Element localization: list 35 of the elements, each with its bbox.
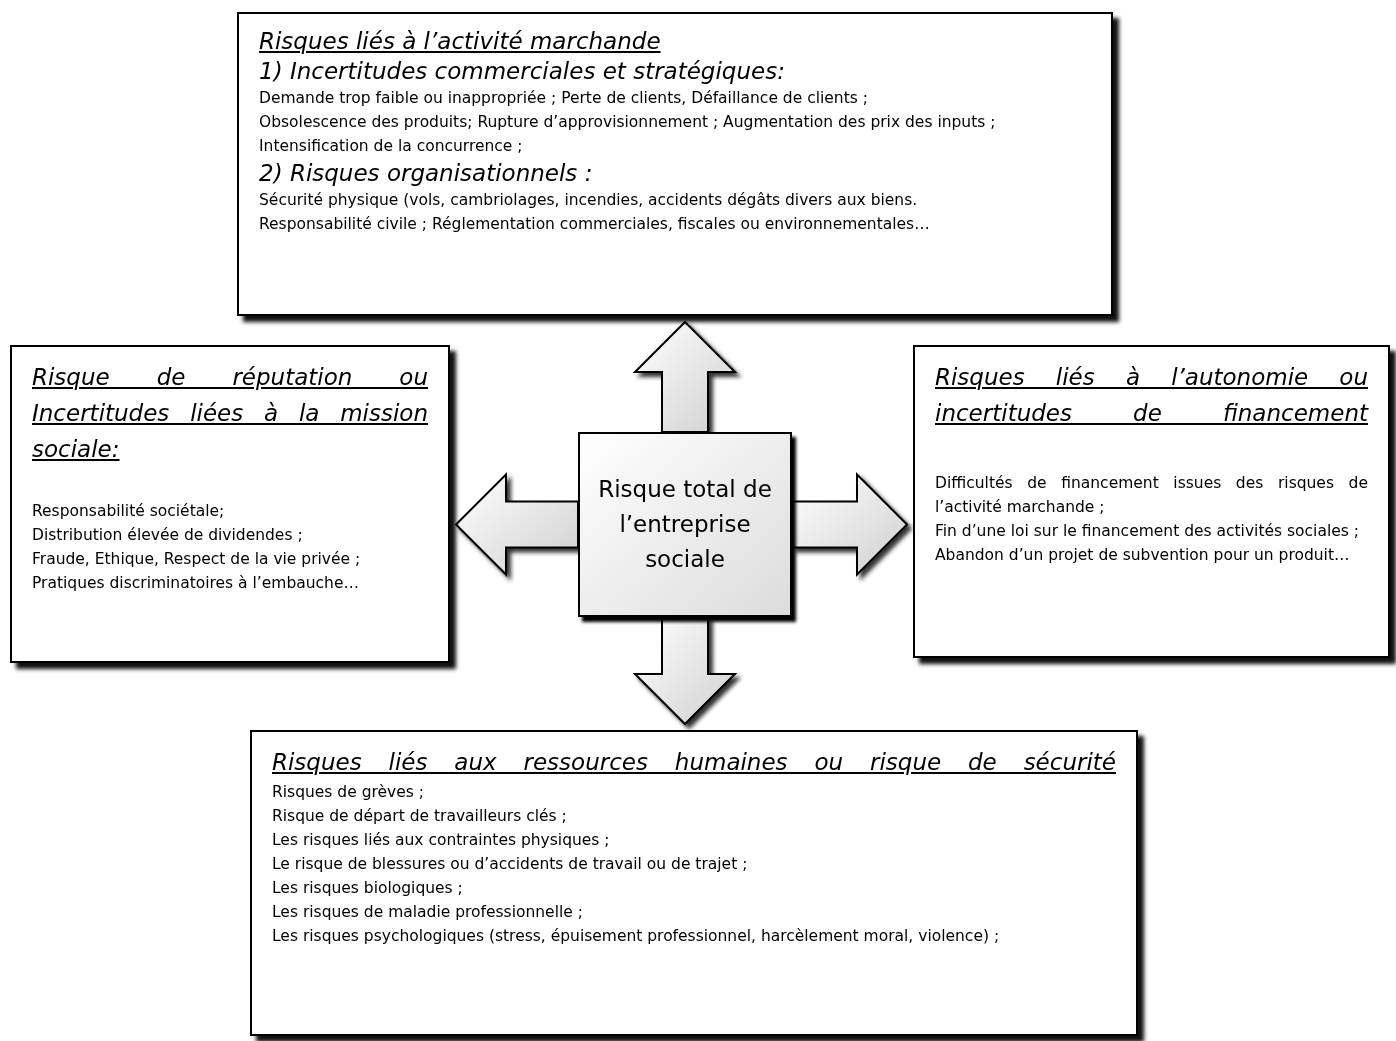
risk-item: Pratiques discriminatoires à l’embauche…	[32, 573, 360, 594]
risk-item: Les risques psychologiques (stress, épuisement professionnel, harcèlement moral, violence) ;	[272, 926, 1001, 947]
section-heading: Risques liés à l’activité marchande	[259, 27, 662, 56]
risk-item: Intensification de la concurrence ;	[259, 136, 524, 157]
block-arrow	[454, 472, 579, 577]
risk-item: Les risques biologiques ;	[272, 878, 464, 899]
section-heading: 2) Risques organisationnels :	[259, 159, 594, 188]
risk-item: Distribution élevée de dividendes ;	[32, 525, 304, 546]
risk-item: Le risque de blessures ou d’accidents de travail ou de trajet ;	[272, 854, 749, 875]
section-heading: Risques liés aux ressources humaines ou risque de sécurité	[272, 748, 1116, 777]
risk-item: Responsabilité civile ; Réglementation commerciales, fiscales ou environnementales…	[259, 214, 931, 235]
risk-item: Fin d’une loi sur le financement des activités sociales ;	[935, 521, 1360, 542]
risk-item: Abandon d’un projet de subvention pour un produit…	[935, 545, 1351, 566]
center-label: Risque total de l’entreprise sociale	[597, 475, 773, 574]
risk-box	[10, 345, 450, 663]
risk-item: Risque de départ de travailleurs clés ;	[272, 806, 568, 827]
risk-box	[913, 345, 1390, 658]
risk-item: Les risques de maladie professionnelle ;	[272, 902, 584, 923]
block-arrow	[632, 320, 738, 433]
risk-box	[237, 12, 1113, 316]
section-heading: Risques liés à l’autonomie ou incertitudes de financement	[935, 363, 1368, 428]
block-arrow	[791, 472, 909, 577]
section-heading: Risque de réputation ou Incertitudes liées à la mission sociale:	[32, 363, 428, 464]
risk-item: Les risques liés aux contraintes physiques ;	[272, 830, 611, 851]
risk-item: Obsolescence des produits; Rupture d’approvisionnement ; Augmentation des prix des inputs ;	[259, 112, 997, 133]
risk-item: Difficultés de financement issues des risques de l’activité marchande ;	[935, 473, 1368, 518]
center-box	[578, 432, 792, 617]
risk-box	[250, 730, 1138, 1036]
risk-item: Fraude, Ethique, Respect de la vie privée ;	[32, 549, 362, 570]
risk-item: Demande trop faible ou inappropriée ; Perte de clients, Défaillance de clients ;	[259, 88, 869, 109]
risk-item: Risques de grèves ;	[272, 782, 425, 803]
block-arrow	[632, 616, 738, 726]
risk-item: Responsabilité sociétale;	[32, 501, 226, 522]
risk-item: Sécurité physique (vols, cambriolages, incendies, accidents dégâts divers aux biens.	[259, 190, 919, 211]
section-heading: 1) Incertitudes commerciales et stratégiques:	[259, 57, 786, 86]
